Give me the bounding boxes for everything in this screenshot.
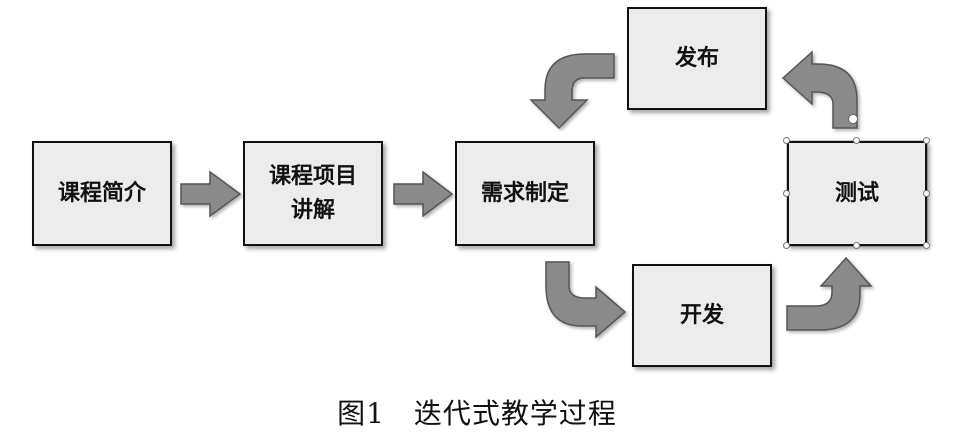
resize-handle-top[interactable] bbox=[853, 137, 860, 144]
node-course-project-label-line1: 课程项目 bbox=[268, 163, 357, 189]
arrow-develop-to-test bbox=[786, 256, 873, 331]
node-course-project-label-line2: 讲解 bbox=[290, 197, 335, 223]
node-requirements: 需求制定 bbox=[455, 141, 595, 246]
node-test-label: 测试 bbox=[834, 180, 879, 206]
resize-handle-right[interactable] bbox=[923, 190, 930, 197]
arrow-project-to-requirements bbox=[393, 170, 454, 218]
node-develop-label: 开发 bbox=[679, 302, 724, 328]
node-release: 发布 bbox=[627, 7, 767, 110]
resize-handle-top-left[interactable] bbox=[783, 137, 790, 144]
node-course-project: 课程项目 讲解 bbox=[243, 141, 383, 246]
resize-handle-left[interactable] bbox=[783, 190, 790, 197]
node-course-intro: 课程简介 bbox=[32, 141, 172, 246]
figure-caption: 图1 迭代式教学过程 bbox=[337, 397, 617, 430]
node-course-intro-label: 课程简介 bbox=[57, 180, 146, 206]
resize-handle-top-right[interactable] bbox=[923, 137, 930, 144]
arrow-intro-to-project bbox=[180, 170, 242, 218]
node-test[interactable]: 测试 bbox=[787, 141, 927, 246]
resize-handle-bottom-right[interactable] bbox=[923, 242, 930, 249]
arrow-test-to-release bbox=[781, 50, 858, 129]
node-release-label: 发布 bbox=[674, 45, 719, 71]
resize-handle-bottom[interactable] bbox=[853, 242, 860, 249]
node-develop: 开发 bbox=[632, 264, 772, 367]
resize-handle-bottom-left[interactable] bbox=[783, 242, 790, 249]
node-requirements-label: 需求制定 bbox=[480, 180, 569, 206]
arrow-requirements-to-develop bbox=[545, 261, 627, 339]
rotate-handle[interactable] bbox=[848, 114, 858, 124]
arrow-release-to-requirements bbox=[529, 53, 615, 130]
